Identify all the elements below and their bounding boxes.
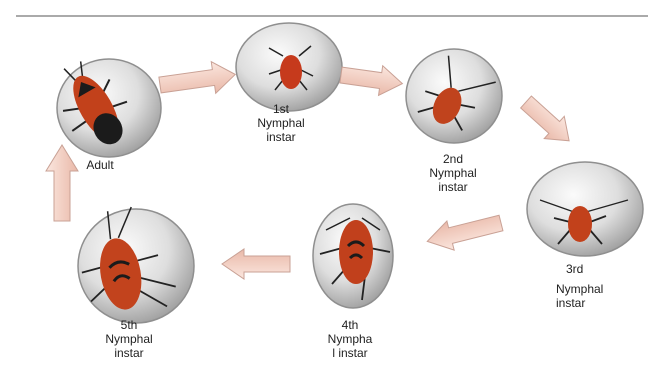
adult-label: Adult: [80, 158, 120, 172]
first-instar-label: 1st Nymphal instar: [248, 102, 314, 144]
arrow-first-to-second: [339, 60, 405, 98]
arrow-adult-to-first: [158, 59, 238, 101]
arrow-fifth-to-adult: [46, 145, 78, 221]
adult-stage: [43, 50, 161, 159]
fourth-instar-label: 4th Nympha l instar: [322, 318, 378, 360]
arrow-second-to-third: [516, 91, 579, 152]
arrow-fourth-to-fifth: [222, 249, 290, 279]
arrow-third-to-fourth: [424, 208, 505, 255]
fifth-instar-stage: [72, 202, 194, 323]
third-instar-label: 3rd Nymphal instar: [556, 262, 628, 310]
fourth-instar-stage: [313, 204, 393, 308]
fifth-instar-label: 5th Nymphal instar: [96, 318, 162, 360]
first-instar-stage: [236, 23, 342, 111]
second-instar-label: 2nd Nymphal instar: [420, 152, 486, 194]
third-instar-stage: [527, 162, 643, 256]
life-cycle-frame: [8, 8, 644, 368]
second-instar-stage: [406, 49, 502, 143]
